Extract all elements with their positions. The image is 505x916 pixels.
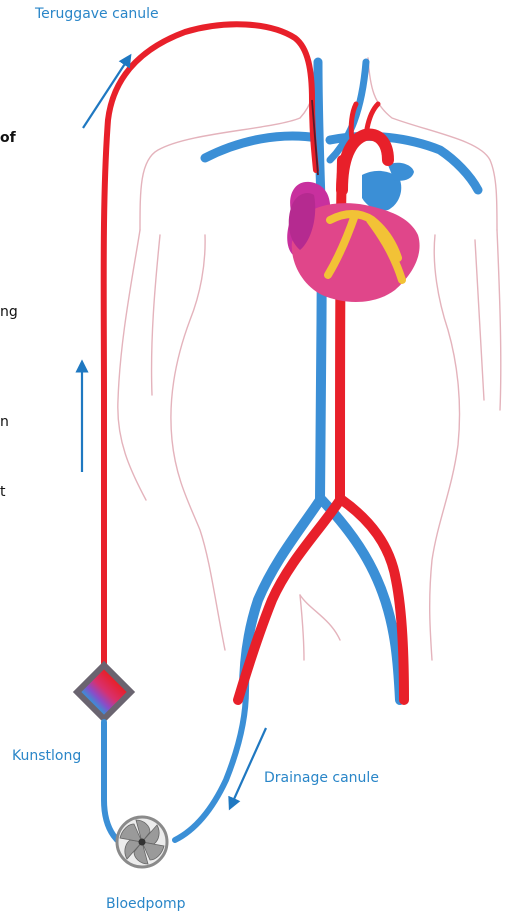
oxygenator-label: Kunstlong xyxy=(12,748,81,764)
clipped-text-3: n xyxy=(0,414,9,430)
oxygenator xyxy=(73,661,135,723)
clipped-text-2: ng xyxy=(0,304,18,320)
clipped-text-1: of xyxy=(0,130,16,146)
flow-arrow-drainage xyxy=(230,728,266,808)
drainage-cannula-label: Drainage canule xyxy=(264,770,379,786)
clipped-text-4: t xyxy=(0,484,6,500)
heart xyxy=(287,182,419,302)
return-cannula-label: Teruggave canule xyxy=(35,6,159,22)
blood-pump xyxy=(117,817,167,867)
venous-system xyxy=(175,62,478,840)
heart-veins xyxy=(362,163,414,211)
blood-pump-label: Bloedpomp xyxy=(106,896,186,912)
